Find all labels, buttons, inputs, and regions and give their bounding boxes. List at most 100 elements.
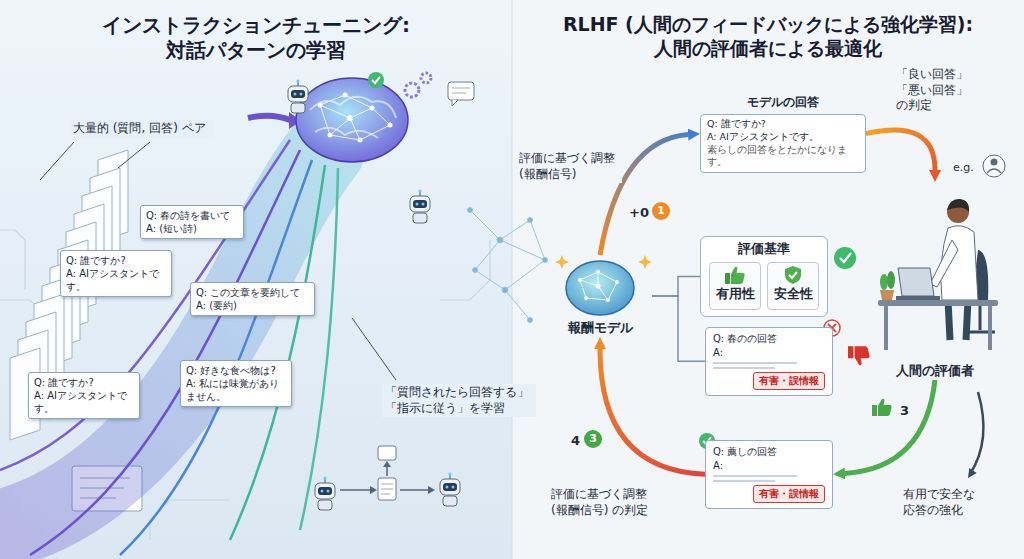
- node-text: Q: 春のの回答: [713, 332, 825, 346]
- connector-arrow: [652, 296, 705, 361]
- reward-brain-part-part: [598, 286, 608, 300]
- child-area: 有害・誤情報: [713, 372, 825, 390]
- model-brain-part: [320, 95, 390, 140]
- node-text: Q: 春の詩を書いて: [146, 209, 238, 222]
- mini-flow-part: [381, 494, 390, 495]
- qa-card: Q: 誰ですか?A: AIアシスタントです。: [28, 372, 140, 419]
- reward-brain-part-part: [596, 284, 601, 289]
- node-text: 素らしの回答をとたかになります。: [707, 144, 859, 170]
- qa-card: Q: この文章を要約してA: (要約): [190, 282, 315, 316]
- node-text: A: (要約): [196, 299, 309, 312]
- model-brain-part-part: [372, 108, 390, 125]
- network-link-part: [473, 268, 478, 273]
- mini-flow-part: [400, 489, 428, 491]
- brain-decor: [368, 72, 474, 106]
- status-icons: [699, 247, 892, 449]
- network-link-part: [468, 208, 473, 213]
- reward-brain-part-part: [584, 296, 588, 300]
- node-text: Q: 誰ですか?: [707, 118, 859, 131]
- mini-flow-part: [378, 446, 396, 460]
- icon: [714, 265, 756, 285]
- criteria-box: 評価基準有用性安全性: [700, 236, 828, 317]
- mini-flow-part: [340, 489, 370, 491]
- model-brain-part-part: [318, 103, 323, 108]
- data-stream-part: [0, 140, 338, 555]
- model-brain-part-part: [360, 125, 390, 140]
- data-stream-part-part: [30, 150, 300, 555]
- status-icons-part: [872, 399, 892, 416]
- child-area: 有害・誤情報: [713, 485, 825, 503]
- reinforce-arrow: [968, 392, 983, 478]
- node-text: Q: この文章を要約して: [196, 286, 309, 299]
- evaluator-figure-part: [947, 199, 969, 212]
- criterion-item: 安全性: [767, 262, 819, 310]
- brain-decor-part: [448, 82, 474, 100]
- evaluator-figure-part: [887, 271, 895, 289]
- text-line: [713, 480, 775, 482]
- model-brain-part: [310, 97, 396, 138]
- text-line: [713, 362, 797, 364]
- evaluator-figure-part: [988, 306, 992, 350]
- mini-flow-part: [378, 478, 396, 500]
- node-text: 有害・誤情報: [759, 487, 819, 501]
- data-stream: [0, 112, 338, 555]
- stack-label: 大量的 (質問, 回答) ペア: [70, 120, 213, 138]
- status-icons-part: [840, 253, 851, 262]
- data-stream-part: [248, 116, 290, 120]
- model-brain-part-part: [343, 93, 348, 98]
- status-icons-part-part: [848, 346, 870, 365]
- response-box: Q: 春のの回答A:有害・誤情報: [705, 327, 833, 396]
- mini-flow: [340, 446, 435, 500]
- evaluator-figure-part: [930, 240, 958, 287]
- example-note: e.g.: [950, 160, 981, 176]
- node-text: A: AIアシスタントです。: [34, 389, 134, 415]
- circuit-lines-part: [440, 240, 490, 300]
- qa-card: Q: 誰ですか?A: AIアシスタントです。: [60, 250, 172, 297]
- node-text: A: AIアシスタントです。: [66, 267, 166, 293]
- step-number: 3: [897, 402, 917, 421]
- evaluator-figure-part: [884, 306, 888, 350]
- reward-brain-part: [578, 270, 619, 302]
- node-text: 評価基準: [707, 241, 821, 258]
- text-line: [713, 367, 775, 369]
- reward-brain-part: [566, 261, 634, 315]
- panel-grounds-part: [0, 0, 512, 559]
- robots-part: [410, 189, 430, 223]
- connector-arrow: [845, 380, 935, 473]
- evaluator-figure-part: [983, 155, 1005, 177]
- model-brain-part-part: [320, 105, 330, 135]
- warning-tag: 有害・誤情報: [753, 372, 825, 390]
- text-line: [713, 475, 797, 477]
- qa-card: Q: 春の詩を書いてA: (短い詩): [140, 205, 244, 239]
- evaluator-figure-part: [880, 290, 894, 300]
- status-icons-part: [834, 247, 856, 269]
- node-text: A: 私には味覚がありません。: [186, 377, 286, 403]
- mini-flow-part: [370, 486, 377, 494]
- reward-brain: [555, 255, 652, 315]
- network-link-part: [528, 218, 533, 223]
- data-stream-part-part: [120, 160, 312, 555]
- node-text: Q: 誰ですか?: [66, 254, 166, 267]
- data-stream-part: [0, 150, 325, 530]
- edge-label: 評価に基づく調整 (報酬信号): [516, 150, 622, 183]
- network-link-part: [497, 237, 503, 243]
- node-text: A:: [713, 459, 825, 473]
- reward-brain-part-part: [606, 298, 610, 302]
- network-link-part: [502, 287, 508, 293]
- child-area: 有用性安全性: [707, 262, 821, 310]
- node-text: Q: 好きな食べ物は?: [186, 364, 286, 377]
- reinforce-arrow-part: [968, 468, 977, 478]
- leader-lines-part: [352, 318, 396, 380]
- model-brain-part: [318, 93, 393, 143]
- reward-brain-part: [555, 255, 569, 269]
- node-text: 有害・誤情報: [759, 374, 819, 388]
- step-number: 3: [584, 430, 602, 448]
- mini-flow-part: [381, 484, 393, 485]
- evaluator-figure-part: [896, 296, 940, 300]
- mini-flow-part: [383, 461, 391, 467]
- reward-brain-part-part: [578, 278, 582, 282]
- brain-decor-part: [421, 73, 431, 83]
- robots-part: [440, 472, 460, 506]
- node-text: 人間の評価者: [870, 362, 1000, 380]
- brain-decor-part: [452, 88, 470, 89]
